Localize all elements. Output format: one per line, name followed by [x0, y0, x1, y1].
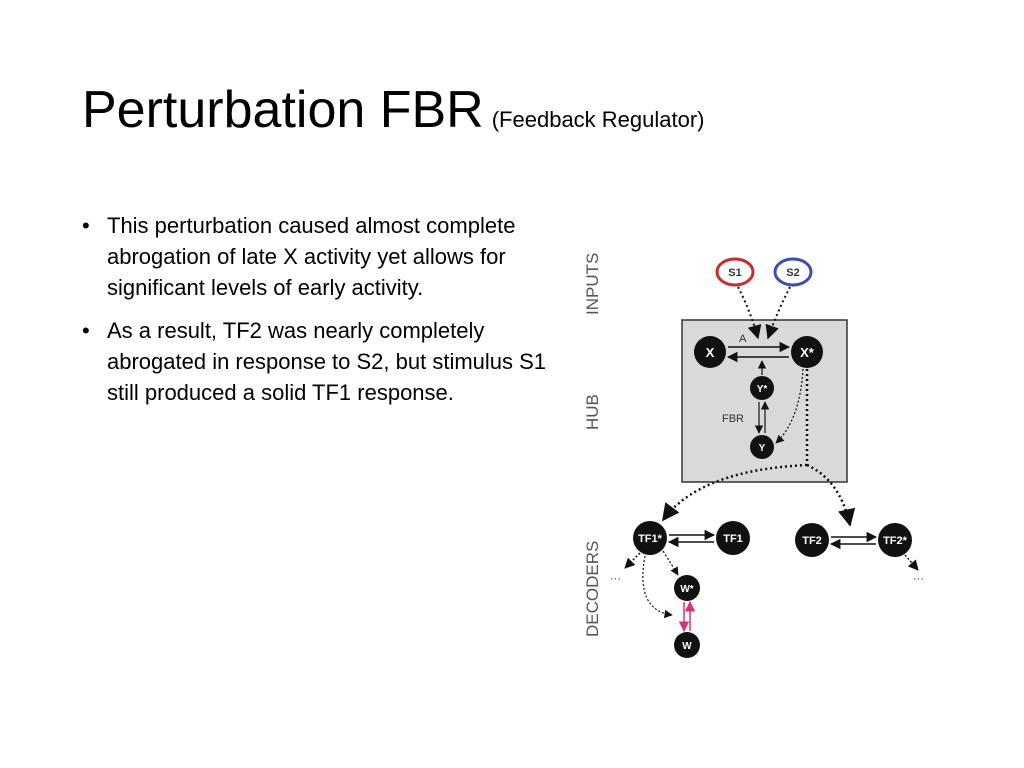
label-hub: HUB: [583, 394, 602, 430]
x-node: [694, 336, 726, 368]
bullet-dot: •: [82, 318, 90, 343]
x-star-label: X*: [800, 345, 815, 360]
ellipsis-right: ···: [913, 573, 924, 585]
w-star-label: W*: [680, 584, 693, 595]
slide-title: Perturbation FBR (Feedback Regulator): [82, 80, 705, 140]
w-star-node: [674, 575, 700, 601]
tf1-node: [716, 521, 750, 555]
edge-s2-to-hub: [765, 286, 791, 340]
fbr-label: FBR: [722, 413, 744, 425]
ellipsis-left: ···: [610, 573, 621, 585]
y-label: Y: [759, 443, 766, 454]
tf2-label: TF2: [802, 535, 822, 547]
label-decoders: DECODERS: [583, 541, 602, 637]
w-node: [674, 632, 700, 658]
tf2-star-label: TF2*: [883, 535, 908, 547]
s2-label: S2: [786, 267, 799, 279]
edge-hub-to-tf1: [661, 463, 808, 522]
bullet-text-2: As a result, TF2 was nearly completely a…: [107, 318, 547, 405]
bullet-text-1: This perturbation caused almost complete…: [107, 213, 516, 300]
signaling-network-diagram: INPUTS HUB DECODERS S1 S2 X X* A Y* Y FB…: [583, 253, 924, 658]
edge-hub-to-tf2: [806, 463, 856, 527]
bullet-item-2: • As a result, TF2 was nearly completely…: [82, 315, 552, 408]
edge-s1-to-hub: [737, 286, 762, 340]
edge-tf1star-out: [624, 552, 641, 569]
tf2-star-node: [878, 523, 912, 557]
y-node: [750, 435, 774, 459]
bullet-list: • This perturbation caused almost comple…: [82, 210, 552, 420]
y-star-label: Y*: [757, 384, 768, 395]
tf1-label: TF1: [723, 533, 743, 545]
y-star-node: [750, 376, 774, 400]
s2-node: [773, 257, 813, 287]
bullet-dot: •: [82, 213, 90, 238]
a-label: A: [739, 333, 747, 345]
title-subtitle: (Feedback Regulator): [491, 107, 705, 132]
edge-xstar-to-y: [775, 368, 804, 444]
tf2-node: [795, 523, 829, 557]
edge-tf1star-to-w: [642, 555, 673, 619]
w-label: W: [682, 641, 692, 652]
edge-tf2star-out: [904, 554, 919, 571]
title-main: Perturbation FBR: [82, 81, 484, 139]
tf1-star-label: TF1*: [638, 533, 663, 545]
label-inputs: INPUTS: [583, 253, 602, 315]
edge-tf1star-to-wstar: [662, 550, 679, 576]
s1-label: S1: [728, 267, 741, 279]
s1-node: [715, 257, 755, 287]
x-star-node: [791, 336, 823, 368]
x-label: X: [706, 345, 715, 360]
bullet-item-1: • This perturbation caused almost comple…: [82, 210, 552, 303]
tf1-star-node: [633, 521, 667, 555]
